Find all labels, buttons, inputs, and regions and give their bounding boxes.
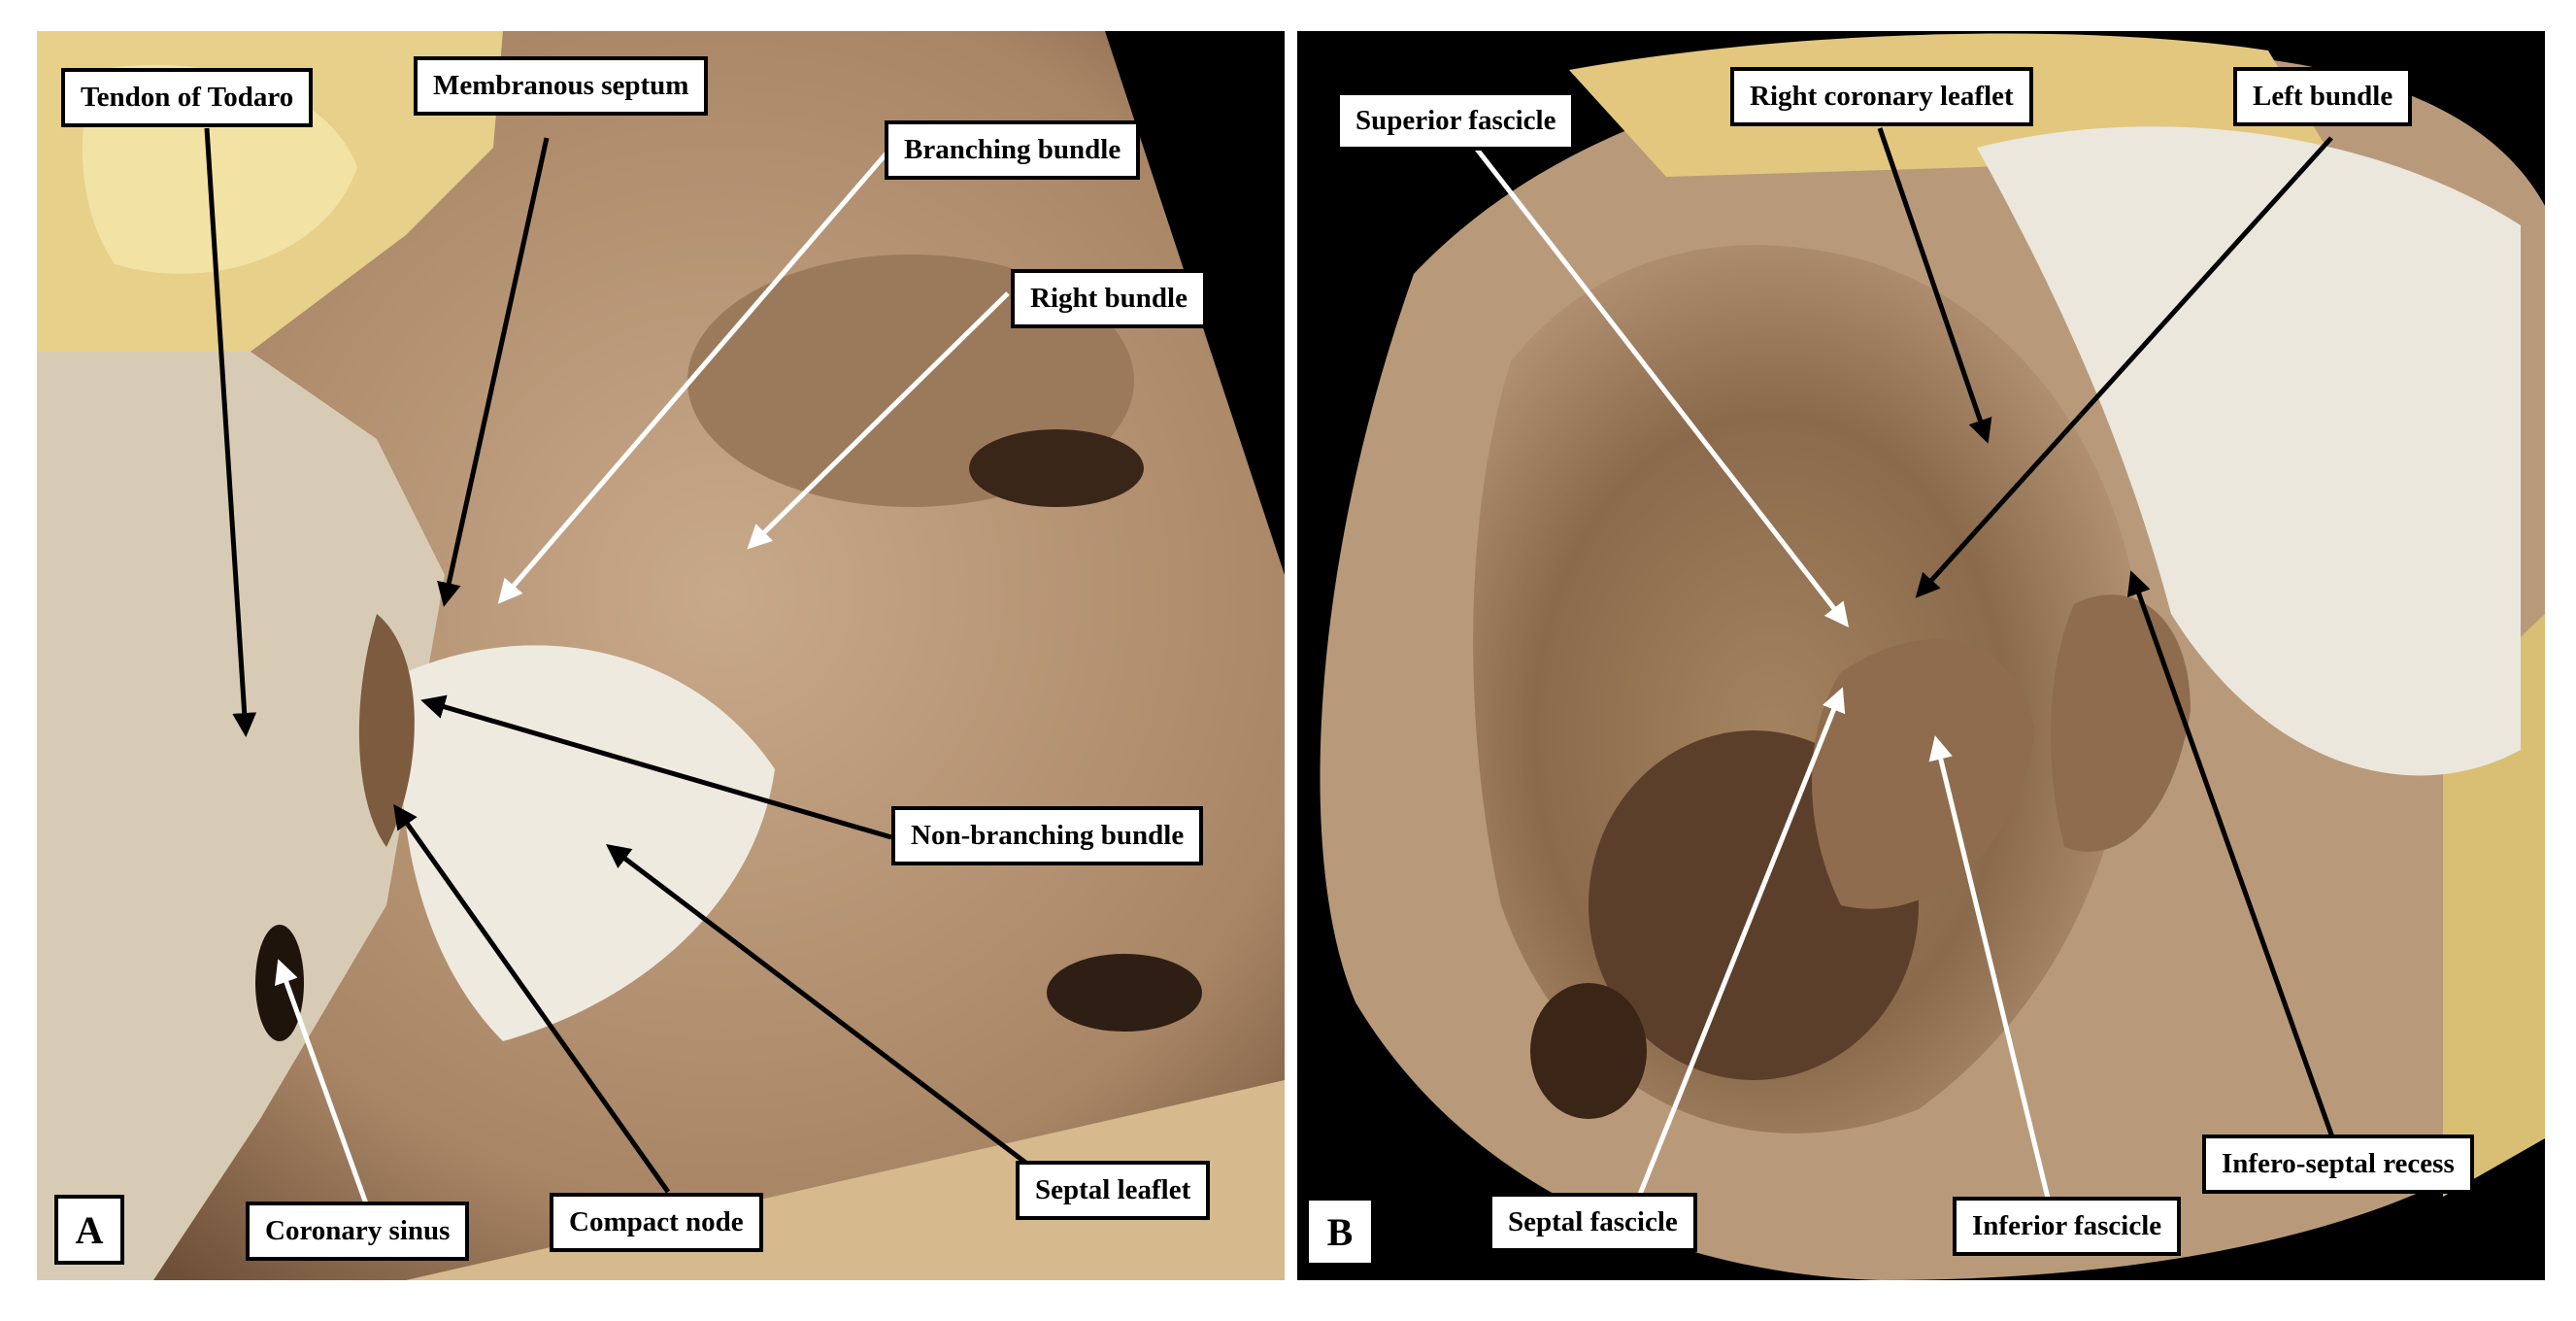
arrow-septal-fascicle <box>1624 687 1846 1227</box>
arrow-membranous-septum <box>437 137 550 607</box>
label-left-bundle: Left bundle <box>2233 67 2413 126</box>
label-inferior-fascicle: Inferior fascicle <box>1953 1197 2182 1256</box>
panel-a-specimen-image <box>37 31 1285 1280</box>
label-non-branching-bundle: Non-branching bundle <box>891 806 1204 865</box>
arrow-septal-leaflet <box>606 843 1034 1169</box>
arrow-coronary-sinus <box>275 959 370 1207</box>
arrow-right-bundle <box>747 291 1010 550</box>
label-coronary-sinus: Coronary sinus <box>246 1202 470 1261</box>
arrow-compact-node <box>393 803 671 1194</box>
label-branching-bundle: Branching bundle <box>885 120 1141 180</box>
panel-a-photo: Tendon of Todaro Membranous septum Branc… <box>37 31 1285 1280</box>
label-septal-fascicle: Septal fascicle <box>1489 1193 1697 1252</box>
label-membranous-septum: Membranous septum <box>414 56 709 116</box>
arrow-non-branching-bundle <box>420 694 892 840</box>
arrow-left-bundle <box>1915 136 2333 598</box>
arrow-superior-fascicle <box>1470 141 1850 627</box>
label-right-bundle: Right bundle <box>1011 269 1207 328</box>
panel-b-letter: B <box>1305 1197 1375 1267</box>
label-septal-leaflet: Septal leaflet <box>1016 1161 1211 1220</box>
label-superior-fascicle: Superior fascicle <box>1336 91 1576 151</box>
panel-b-photo: Superior fascicle Right coronary leaflet… <box>1297 31 2545 1280</box>
label-compact-node: Compact node <box>550 1193 763 1252</box>
arrow-infero-septal-recess <box>2126 570 2339 1149</box>
panel-b-specimen-image <box>1320 33 2545 1280</box>
arrow-right-coronary-leaflet <box>1877 127 1992 444</box>
label-right-coronary-leaflet: Right coronary leaflet <box>1730 67 2033 126</box>
label-infero-septal-recess: Infero-septal recess <box>2202 1135 2474 1194</box>
arrow-branching-bundle <box>497 146 893 604</box>
panel-a-letter: A <box>54 1195 124 1265</box>
arrow-inferior-fascicle <box>1928 735 2057 1227</box>
arrow-tendon-of-todaro <box>204 127 257 737</box>
label-tendon-of-todaro: Tendon of Todaro <box>61 68 314 127</box>
